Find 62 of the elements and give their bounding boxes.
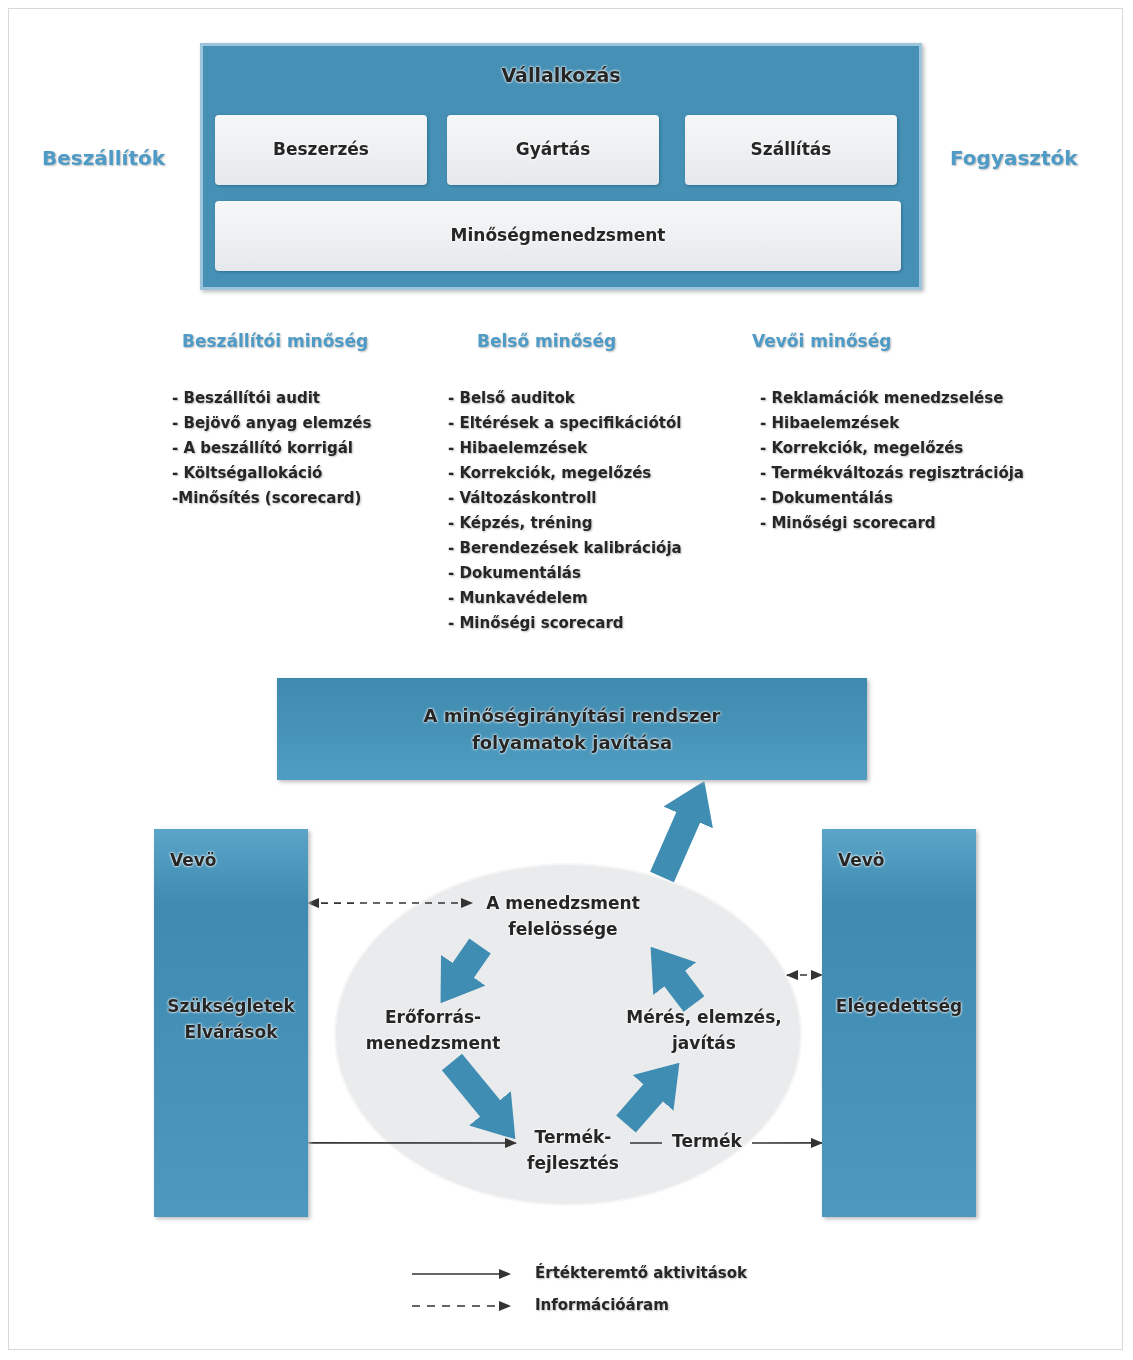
process-box bbox=[447, 115, 659, 185]
list-item: - Reklamációk menedzselése bbox=[760, 389, 1004, 407]
dashed-arrow bbox=[307, 898, 473, 909]
list-item: - Változáskontroll bbox=[448, 489, 597, 507]
list-item: - Hibaelemzések bbox=[760, 414, 900, 432]
column-heading: Belső minőség bbox=[477, 331, 617, 351]
box-text: A menedzsment felelössége bbox=[485, 892, 641, 942]
list-item: -Minősítés (scorecard) bbox=[172, 489, 362, 507]
process-box bbox=[685, 115, 897, 185]
list-item: - Beszállítói audit bbox=[172, 389, 320, 407]
list-item: - Minőségi scorecard bbox=[760, 514, 936, 532]
box-heading: Vállalkozás bbox=[500, 63, 622, 88]
side-label: Fogyasztók bbox=[950, 146, 1078, 170]
block-arrow bbox=[616, 1062, 680, 1133]
side-label: Beszállítók bbox=[42, 146, 166, 170]
arrow bbox=[751, 1137, 823, 1148]
block-arrow bbox=[650, 946, 705, 1012]
list-item: - Képzés, tréning bbox=[448, 514, 593, 532]
customer-column bbox=[822, 829, 976, 1217]
box-text: Minőségmenedzsment bbox=[449, 224, 667, 248]
list-item: - Dokumentálás bbox=[448, 564, 581, 582]
box-text: Beszerzés bbox=[272, 138, 370, 162]
box-text: Mérés, elemzés, javítás bbox=[625, 1006, 783, 1056]
list-item: - Korrekciók, megelőzés bbox=[760, 439, 964, 457]
list-item: - Minőségi scorecard bbox=[448, 614, 624, 632]
process-box bbox=[215, 115, 427, 185]
box-text: Gyártás bbox=[514, 138, 592, 162]
legend-text: Információáram bbox=[535, 1296, 669, 1314]
improvement-banner bbox=[277, 678, 867, 780]
box-text: Erőforrás- menedzsment bbox=[364, 1006, 502, 1056]
list-item: - Bejövő anyag elemzés bbox=[172, 414, 372, 432]
list-item: - Dokumentálás bbox=[760, 489, 893, 507]
box-text: Termék- fejlesztés bbox=[526, 1126, 620, 1176]
box-text: Szükségletek Elvárások bbox=[166, 995, 296, 1044]
list-item: - Hibaelemzések bbox=[448, 439, 588, 457]
connector-line bbox=[629, 1142, 663, 1144]
list-item: - Eltérések a specifikációtól bbox=[448, 414, 682, 432]
box-text: Szállítás bbox=[749, 138, 833, 162]
dashed-arrow bbox=[786, 969, 823, 981]
box-text: Termék bbox=[671, 1130, 743, 1153]
list-item: - Korrekciók, megelőzés bbox=[448, 464, 652, 482]
column-heading: Beszállítói minőség bbox=[182, 331, 369, 351]
process-box bbox=[215, 201, 901, 271]
list-item: - A beszállító korrigál bbox=[172, 439, 353, 457]
enterprise-panel bbox=[200, 43, 922, 290]
arrow bbox=[307, 1138, 517, 1148]
list-item: - Költségallokáció bbox=[172, 464, 323, 482]
box-text: Elégedettség bbox=[834, 995, 964, 1018]
customer-column bbox=[154, 829, 308, 1217]
list-item: - Termékváltozás regisztrációja bbox=[760, 464, 1024, 482]
list-item: - Berendezések kalibrációja bbox=[448, 539, 682, 557]
block-arrow bbox=[650, 780, 713, 883]
legend-text: Értékteremtő aktivitások bbox=[535, 1264, 748, 1282]
block-arrow bbox=[440, 938, 491, 1004]
box-heading: Vevö bbox=[838, 849, 885, 872]
block-arrow bbox=[441, 1053, 516, 1140]
list-item: - Belső auditok bbox=[448, 389, 575, 407]
list-item: - Munkavédelem bbox=[448, 589, 588, 607]
box-heading: Vevö bbox=[170, 849, 217, 872]
box-text: A minőségirányítási rendszer folyamatok javítása bbox=[422, 704, 722, 755]
column-heading: Vevői minőség bbox=[752, 331, 892, 351]
process-ellipse bbox=[333, 862, 803, 1207]
